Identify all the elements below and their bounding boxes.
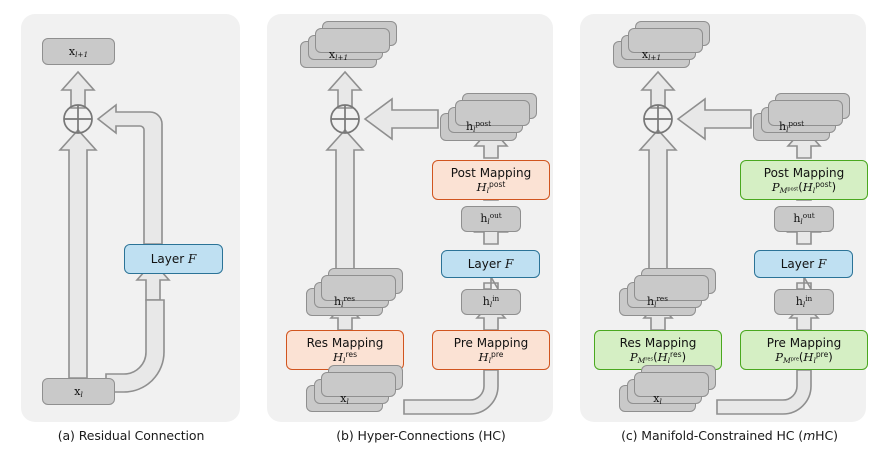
panel-a-background <box>21 14 240 422</box>
node-c-post-mapping-formula: PMpost(Hlpost) <box>771 179 837 195</box>
node-b-post-mapping-label: Post Mapping Hlpost <box>450 165 532 195</box>
caption-b-prefix: (b) <box>336 428 358 443</box>
node-c-pre-mapping: Pre Mapping PMpre(Hlpre) <box>740 330 868 370</box>
node-b-hres-label: hlres <box>334 294 355 310</box>
node-c-res-mapping: Res Mapping PMres(Hlres) <box>594 330 722 370</box>
node-a-output: xl+1 <box>42 38 115 65</box>
caption-c-text: Manifold-Constrained HC ( <box>641 428 804 443</box>
caption-a-text: Residual Connection <box>78 428 205 443</box>
node-c-hpost-stack: hlpost <box>753 93 850 141</box>
node-b-post-mapping: Post Mapping Hlpost <box>432 160 550 200</box>
stack-sheet <box>328 268 403 294</box>
node-b-hout-label: hlout <box>480 211 502 227</box>
node-b-hin: hlin <box>461 289 521 315</box>
node-a-output-label: xl+1 <box>68 44 89 59</box>
node-b-input-stack: xl <box>306 365 403 412</box>
stack-sheet <box>328 365 403 390</box>
node-b-input-label: xl <box>340 391 349 406</box>
node-b-pre-mapping-label: Pre Mapping Hlpre <box>453 335 529 365</box>
node-b-res-mapping-formula: Hlres <box>332 349 358 365</box>
node-b-res-mapping-label: Res Mapping Hlres <box>306 335 384 365</box>
node-c-hres-stack: hlres <box>619 268 716 316</box>
node-b-res-mapping: Res Mapping Hlres <box>286 330 404 370</box>
node-b-pre-mapping-formula: Hlpre <box>478 349 504 365</box>
node-b-hpost-label: hlpost <box>465 119 492 135</box>
node-c-pre-mapping-formula: PMpre(Hlpre) <box>775 349 833 365</box>
caption-c-italic: m <box>803 428 816 443</box>
stack-sheet <box>462 93 537 119</box>
stack-sheet <box>641 268 716 294</box>
node-a-input: xl <box>42 378 115 405</box>
node-c-layer-label: Layer F <box>780 256 827 271</box>
node-a-input-label: xl <box>74 384 83 399</box>
node-b-hin-label: hlin <box>482 294 500 310</box>
node-b-pre-mapping: Pre Mapping Hlpre <box>432 330 550 370</box>
node-c-hin: hlin <box>774 289 834 315</box>
node-c-post-mapping-label: Post Mapping PMpost(Hlpost) <box>763 165 845 195</box>
node-b-hpost-stack: hlpost <box>440 93 537 141</box>
node-b-output-label: xl+1 <box>328 47 349 62</box>
caption-b-text: Hyper-Connections (HC) <box>357 428 506 443</box>
caption-panel-b: (b) Hyper-Connections (HC) <box>262 428 580 443</box>
node-b-hout: hlout <box>461 206 521 232</box>
stack-sheet <box>635 21 710 46</box>
stack-sheet <box>775 93 850 119</box>
node-c-hres-label: hlres <box>647 294 668 310</box>
node-c-res-mapping-formula: PMres(Hlres) <box>629 349 687 365</box>
node-a-layer: Layer F <box>124 244 223 274</box>
node-c-input-label: xl <box>653 391 662 406</box>
node-b-layer: Layer F <box>441 250 540 278</box>
caption-panel-a: (a) Residual Connection <box>0 428 262 443</box>
node-b-output-stack: xl+1 <box>300 21 397 68</box>
node-c-output-stack: xl+1 <box>613 21 710 68</box>
node-c-hout: hlout <box>774 206 834 232</box>
node-b-post-mapping-formula: Hlpost <box>476 179 506 195</box>
node-c-hin-label: hlin <box>795 294 813 310</box>
stack-sheet <box>322 21 397 46</box>
node-b-layer-label: Layer F <box>467 256 514 271</box>
node-c-output-label: xl+1 <box>641 47 662 62</box>
node-b-hres-stack: hlres <box>306 268 403 316</box>
stack-sheet <box>641 365 716 390</box>
node-c-post-mapping: Post Mapping PMpost(Hlpost) <box>740 160 868 200</box>
caption-a-prefix: (a) <box>57 428 79 443</box>
node-c-hpost-label: hlpost <box>778 119 805 135</box>
node-a-layer-label: Layer F <box>150 251 197 266</box>
node-c-pre-mapping-label: Pre Mapping PMpre(Hlpre) <box>766 335 842 365</box>
node-c-input-stack: xl <box>619 365 716 412</box>
node-c-res-mapping-label: Res Mapping PMres(Hlres) <box>619 335 697 365</box>
caption-panel-c: (c) Manifold-Constrained HC (mHC) <box>580 428 879 443</box>
caption-c-suffix: HC) <box>815 428 838 443</box>
node-c-layer: Layer F <box>754 250 853 278</box>
caption-c-prefix: (c) <box>621 428 638 443</box>
node-c-hout-label: hlout <box>793 211 815 227</box>
